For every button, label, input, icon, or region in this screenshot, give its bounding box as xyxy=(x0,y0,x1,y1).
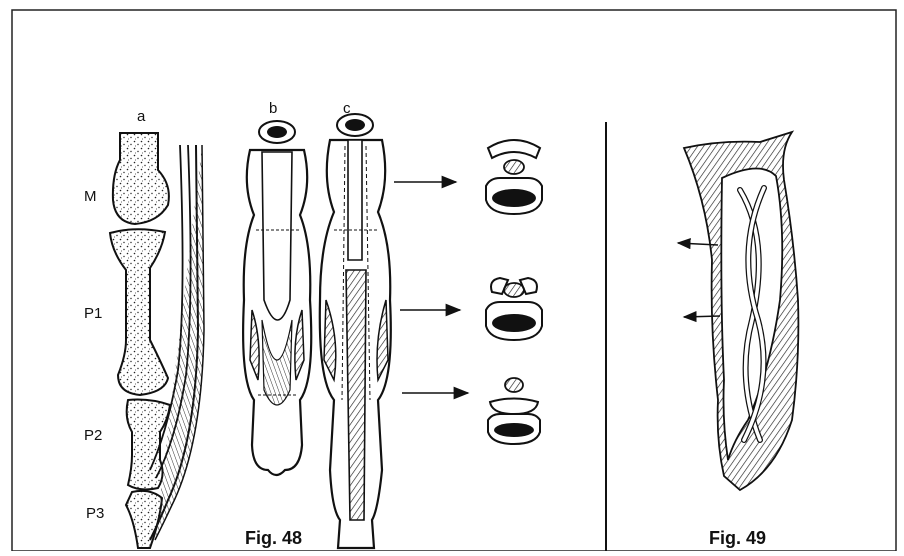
fig49-drawing xyxy=(678,132,798,490)
cross-section-1 xyxy=(486,140,542,214)
tendon-lumen xyxy=(345,119,365,131)
deep-flexor-tendon xyxy=(346,270,366,520)
superficial-tendon xyxy=(262,152,292,320)
panel-b-drawing xyxy=(243,121,311,475)
bone-label-m: M xyxy=(84,188,97,205)
bone-p1 xyxy=(110,229,168,395)
panel-label-b: b xyxy=(269,100,277,117)
cross-section-2 xyxy=(486,278,542,340)
bone-label-p1: P1 xyxy=(84,305,102,322)
panel-a-drawing xyxy=(110,133,204,548)
panel-c-drawing xyxy=(320,114,391,548)
fig49-arrow xyxy=(684,316,720,317)
figure-caption-48: Fig. 48 xyxy=(245,528,302,549)
tendon-lumen xyxy=(267,126,287,138)
bone-m xyxy=(113,133,169,224)
panel-label-c: c xyxy=(343,100,351,117)
bone-label-p3: P3 xyxy=(86,505,104,522)
deep-tendon xyxy=(348,140,362,260)
figure-caption-49: Fig. 49 xyxy=(709,528,766,549)
bone-p3 xyxy=(126,491,162,548)
bone-label-p2: P2 xyxy=(84,427,102,444)
cross-section-3 xyxy=(488,378,540,444)
panel-label-a: a xyxy=(137,108,145,125)
